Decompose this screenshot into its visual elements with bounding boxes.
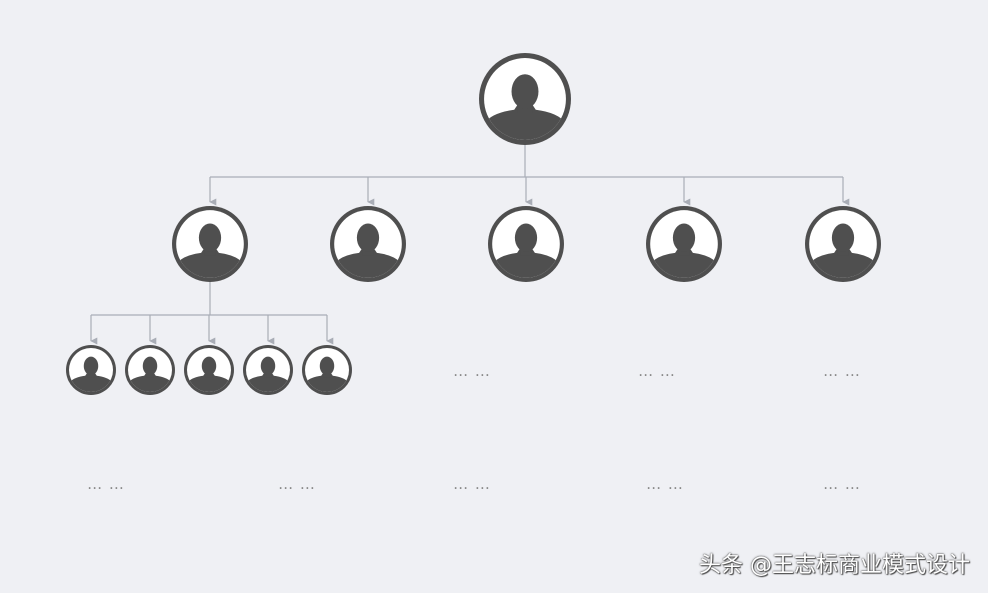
more-ellipsis-level3-col4: … …: [646, 475, 684, 493]
level2-avatar-3: [488, 206, 564, 282]
person-avatar-icon: [176, 223, 244, 278]
more-ellipsis-level3-col5: … …: [823, 475, 861, 493]
root-avatar: [479, 53, 571, 145]
person-avatar-icon: [69, 356, 113, 392]
nodes: [66, 53, 881, 395]
level2-avatar-2: [330, 206, 406, 282]
level3-avatar-5: [302, 345, 352, 395]
level2-avatar-1: [172, 206, 248, 282]
level3-avatar-1: [66, 345, 116, 395]
person-avatar-icon: [246, 356, 290, 392]
person-avatar-icon: [187, 356, 231, 392]
more-ellipsis-level2-col5: … …: [823, 362, 861, 380]
level3-avatar-3: [184, 345, 234, 395]
person-avatar-icon: [492, 223, 560, 278]
connectors: [90, 145, 850, 345]
person-avatar-icon: [650, 223, 718, 278]
person-avatar-icon: [305, 356, 349, 392]
more-ellipsis-level2-col3: … …: [453, 362, 491, 380]
more-ellipsis-level3-col2: … …: [278, 475, 316, 493]
more-ellipsis-level3-col1: … …: [87, 475, 125, 493]
level3-avatar-2: [125, 345, 175, 395]
person-avatar-icon: [128, 356, 172, 392]
level2-avatar-4: [646, 206, 722, 282]
more-ellipsis-level2-col4: … …: [638, 362, 676, 380]
level2-avatar-5: [805, 206, 881, 282]
person-avatar-icon: [484, 74, 566, 140]
person-avatar-icon: [809, 223, 877, 278]
level3-avatar-4: [243, 345, 293, 395]
more-ellipsis-level3-col3: … …: [453, 475, 491, 493]
watermark: 头条 @王志标商业模式设计: [699, 553, 970, 578]
person-avatar-icon: [334, 223, 402, 278]
